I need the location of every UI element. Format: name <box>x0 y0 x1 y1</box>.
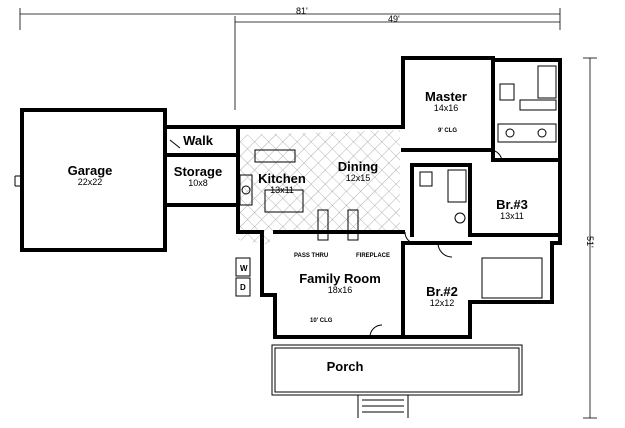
dimension-lines <box>19 8 597 419</box>
room-br3: Br.#3 13x11 <box>496 198 528 221</box>
room-master: Master 14x16 <box>425 90 467 113</box>
room-walk-name: Walk <box>183 133 213 148</box>
room-porch-name: Porch <box>326 359 364 374</box>
room-dining: Dining 12x15 <box>338 160 378 183</box>
washer-label: W <box>240 264 248 273</box>
overall-width-label: 81' <box>296 6 308 16</box>
room-kitchen: Kitchen 13x11 <box>258 172 306 195</box>
room-br2: Br.#2 12x12 <box>426 285 458 308</box>
room-family: Family Room 18x16 <box>299 272 381 295</box>
room-family-name: Family Room <box>299 271 381 286</box>
room-dining-name: Dining <box>337 159 379 174</box>
room-storage: Storage 10x8 <box>174 165 222 188</box>
house-walls <box>235 56 562 339</box>
room-master-ceiling-note: 9' CLG <box>438 128 458 134</box>
fireplace-label: FIREPLACE <box>356 253 391 259</box>
room-master-size: 14x16 <box>433 102 459 113</box>
room-family-size: 18x16 <box>327 284 353 295</box>
room-br3-size: 13x11 <box>500 210 524 221</box>
room-porch: Porch <box>327 360 364 374</box>
pass-thru-label: PASS THRU <box>294 253 329 259</box>
room-family-ceiling-note: 10' CLG <box>310 318 333 324</box>
room-br2-size: 12x12 <box>429 297 455 308</box>
room-kitchen-name: Kitchen <box>258 171 306 186</box>
dryer-label: D <box>240 283 246 292</box>
room-br3-name: Br.#3 <box>496 197 528 212</box>
room-kitchen-size: 13x11 <box>270 184 294 195</box>
house-width-label: 49' <box>388 14 400 24</box>
house-depth-label: 51' <box>585 236 595 248</box>
room-master-name: Master <box>425 89 467 104</box>
room-storage-size: 10x8 <box>188 177 208 188</box>
room-garage-size: 22x22 <box>77 176 103 187</box>
room-garage: Garage 22x22 <box>68 164 113 187</box>
garage-walls <box>20 108 167 252</box>
room-walk: Walk <box>183 134 213 148</box>
room-storage-name: Storage <box>173 164 223 179</box>
kitchen-dining-tile-floor <box>238 130 400 245</box>
room-br2-name: Br.#2 <box>426 284 458 299</box>
room-garage-name: Garage <box>67 163 113 178</box>
porch-structure <box>271 344 523 418</box>
room-dining-size: 12x15 <box>345 172 371 183</box>
